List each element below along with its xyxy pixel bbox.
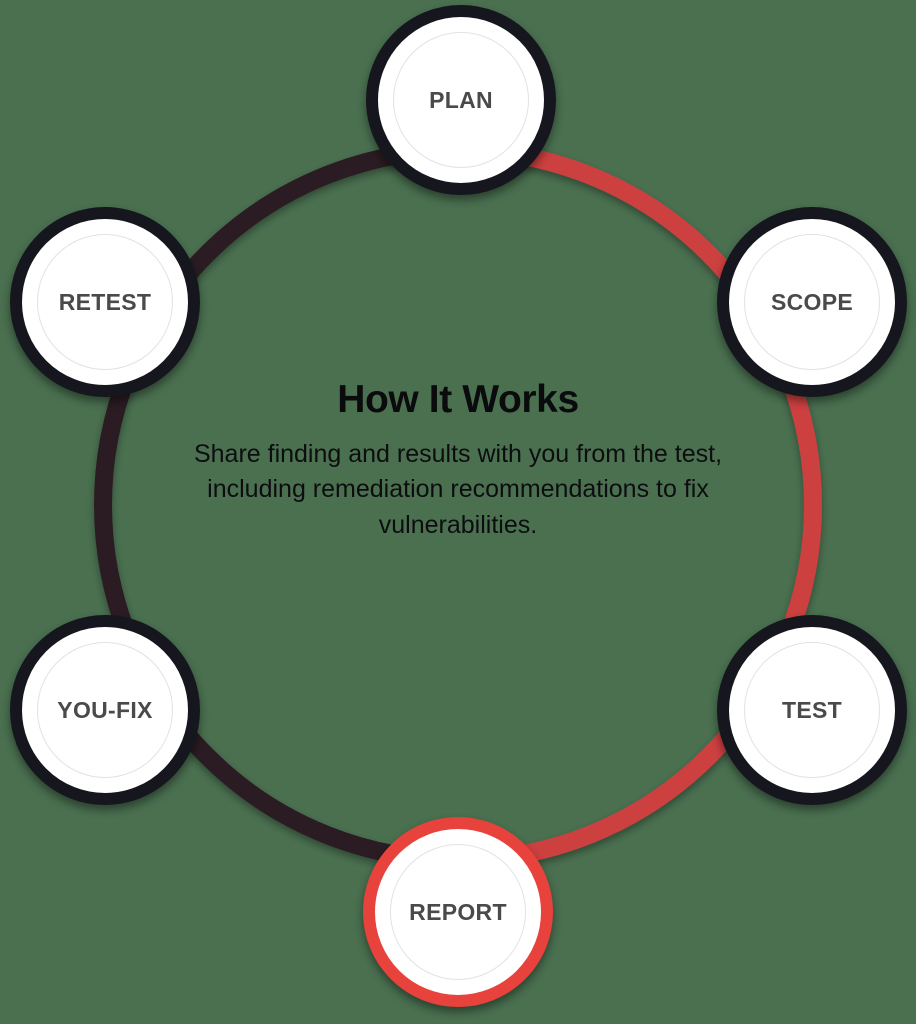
cycle-node-label-report: REPORT: [409, 898, 507, 925]
cycle-node-retest[interactable]: RETEST: [10, 207, 200, 397]
cycle-node-you-fix[interactable]: YOU-FIX: [10, 615, 200, 805]
node-inner-circle-plan: [393, 32, 529, 168]
node-inner-circle-test: [744, 642, 880, 778]
arc-plan-to-report: [457, 141, 822, 869]
node-inner-circle-retest: [37, 234, 173, 370]
cycle-node-label-test: TEST: [782, 696, 842, 723]
cycle-node-label-retest: RETEST: [58, 288, 152, 315]
node-inner-circle-report: [390, 844, 526, 980]
node-inner-circle-you-fix: [37, 642, 173, 778]
cycle-node-test[interactable]: TEST: [717, 615, 907, 805]
cycle-node-label-you-fix: YOU-FIX: [57, 696, 153, 723]
cycle-node-report[interactable]: REPORT: [363, 817, 553, 1007]
cycle-node-label-plan: PLAN: [429, 86, 493, 113]
cycle-node-plan[interactable]: PLAN: [366, 5, 556, 195]
arc-report-to-plan: [94, 141, 459, 869]
cycle-node-scope[interactable]: SCOPE: [717, 207, 907, 397]
node-inner-circle-scope: [744, 234, 880, 370]
cycle-node-label-scope: SCOPE: [770, 288, 854, 315]
